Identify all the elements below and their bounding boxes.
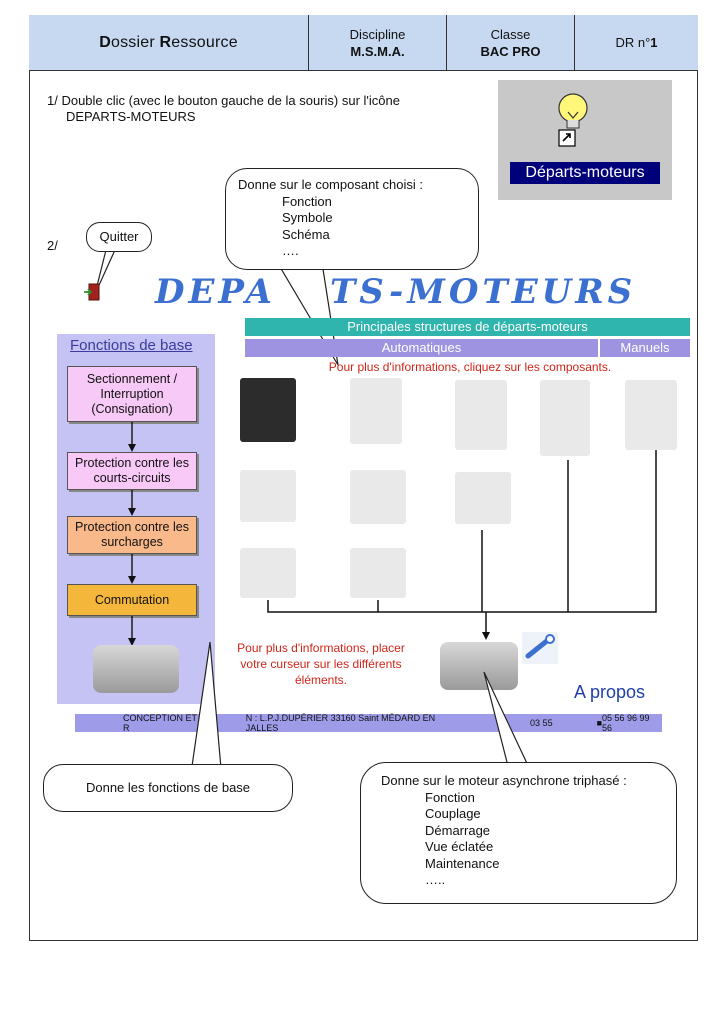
motor-item-couplage: Couplage bbox=[425, 806, 481, 821]
dr-number: 1 bbox=[650, 35, 658, 50]
wrench-icon[interactable] bbox=[522, 632, 558, 664]
fax-icon: ■ bbox=[596, 718, 602, 728]
function-surcharges-label: Protection contre les surcharges bbox=[75, 520, 189, 549]
tab-automatiques[interactable]: Automatiques bbox=[245, 339, 598, 357]
power-connection-lines bbox=[267, 450, 657, 640]
app-footer-bar: CONCEPTION ET R N : L.P.J.DUPÉRIER 33160… bbox=[75, 713, 662, 733]
quitter-callout: Quitter bbox=[86, 222, 152, 252]
component-disjoncteur-moteur-2[interactable] bbox=[455, 380, 507, 450]
footer-tel: 03 55 bbox=[530, 718, 553, 728]
function-courts-circuits[interactable]: Protection contre les courts-circuits bbox=[67, 452, 197, 490]
function-sectionnement[interactable]: Sectionnement / Interruption (Consignati… bbox=[67, 366, 197, 422]
motor-bubble-intro: Donne sur le moteur asynchrone triphasé … bbox=[381, 773, 627, 788]
motor-item-vue-eclatee: Vue éclatée bbox=[425, 839, 494, 854]
component-sectionneur[interactable] bbox=[540, 380, 590, 456]
light-bulb-icon bbox=[558, 93, 588, 147]
structures-title-bar: Principales structures de départs-moteur… bbox=[245, 318, 690, 336]
step1-line2: DEPARTS-MOTEURS bbox=[66, 109, 196, 124]
quit-door-icon[interactable] bbox=[83, 282, 103, 302]
footer-text-left: CONCEPTION ET R bbox=[123, 713, 197, 733]
header-classe-cell: Classe BAC PRO bbox=[447, 15, 575, 70]
icon-label: Départs-moteurs bbox=[510, 162, 660, 184]
header-title-cell: Dossier Ressource bbox=[29, 15, 309, 70]
functions-info-bubble: Donne les fonctions de base bbox=[43, 764, 293, 812]
motor-item-demarrage: Démarrage bbox=[425, 822, 491, 838]
motor-item-fonction: Fonction bbox=[425, 789, 475, 805]
footer-fax: 05 56 96 99 56 bbox=[602, 713, 650, 733]
component-bubble-tail bbox=[269, 250, 339, 366]
tab-manuels[interactable]: Manuels bbox=[600, 339, 690, 357]
cursor-info-note: Pour plus d'informations, placer votre c… bbox=[237, 641, 405, 687]
component-relais-thermique-1[interactable] bbox=[240, 548, 296, 598]
motor-image-functions[interactable] bbox=[93, 645, 179, 693]
component-disjoncteur-moteur-3[interactable] bbox=[625, 380, 677, 450]
component-relais-thermique-2[interactable] bbox=[350, 548, 406, 598]
component-contacteur-3[interactable] bbox=[455, 472, 511, 524]
dr-label: DR n° bbox=[615, 35, 651, 50]
function-surcharges[interactable]: Protection contre les surcharges bbox=[67, 516, 197, 554]
function-sectionnement-label: Sectionnement / Interruption (Consignati… bbox=[86, 371, 178, 416]
title-initial-r: R bbox=[159, 33, 172, 51]
title-initial-d: D bbox=[99, 33, 111, 51]
component-disjoncteur-moteur-1[interactable] bbox=[350, 378, 402, 444]
function-commutation[interactable]: Commutation bbox=[67, 584, 197, 616]
motor-image-center[interactable] bbox=[440, 642, 518, 690]
discipline-label: Discipline bbox=[349, 26, 406, 42]
motor-item-ellipsis: ….. bbox=[425, 872, 446, 887]
header-dr-cell: DR n° 1 bbox=[575, 15, 698, 70]
a-propos-link[interactable]: A propos bbox=[574, 682, 646, 702]
component-item-fonction: Fonction bbox=[282, 193, 332, 209]
footer-text-mid: N : L.P.J.DUPÉRIER 33160 Saint MÉDARD EN… bbox=[245, 713, 436, 733]
motor-item-maintenance: Maintenance bbox=[425, 855, 500, 871]
step1-instruction: 1/ Double clic (avec le bouton gauche de… bbox=[47, 93, 400, 125]
component-item-symbole: Symbole bbox=[282, 210, 333, 225]
header-discipline-cell: Discipline M.S.M.A. bbox=[309, 15, 447, 70]
app-banner-right: TS-MOTEURS bbox=[330, 272, 637, 312]
app-banner-left: DEPA bbox=[155, 272, 276, 312]
function-courts-circuits-label: Protection contre les courts-circuits bbox=[75, 456, 189, 485]
component-contacteur-1[interactable] bbox=[240, 470, 296, 522]
component-bubble-intro: Donne sur le composant choisi : bbox=[238, 177, 423, 192]
function-commutation-label: Commutation bbox=[94, 592, 170, 607]
title-part-1: ossier bbox=[110, 33, 160, 51]
component-contactor-black[interactable] bbox=[240, 378, 296, 442]
motor-bubble-tail bbox=[483, 671, 533, 775]
classe-value: BAC PRO bbox=[480, 43, 541, 59]
functions-flow-arrows bbox=[128, 422, 136, 646]
departs-moteurs-desktop-icon[interactable]: Départs-moteurs bbox=[498, 80, 672, 200]
components-click-note: Pour plus d'informations, cliquez sur le… bbox=[328, 360, 612, 374]
step1-line1: 1/ Double clic (avec le bouton gauche de… bbox=[47, 93, 400, 108]
motor-info-bubble: Donne sur le moteur asynchrone triphasé … bbox=[360, 762, 677, 904]
component-item-ellipsis: …. bbox=[282, 243, 299, 258]
step2-number: 2/ bbox=[47, 238, 58, 253]
title-part-2: essource bbox=[171, 33, 238, 51]
component-info-bubble: Donne sur le composant choisi : Fonction… bbox=[225, 168, 479, 270]
functions-title: Fonctions de base bbox=[70, 337, 193, 354]
component-contacteur-2[interactable] bbox=[350, 470, 406, 524]
document-title: Dossier Ressource bbox=[99, 34, 238, 52]
functions-bubble-tail bbox=[189, 641, 223, 781]
document-header: Dossier Ressource Discipline M.S.M.A. Cl… bbox=[29, 15, 698, 71]
classe-label: Classe bbox=[490, 26, 531, 42]
component-item-schema: Schéma bbox=[282, 226, 330, 242]
discipline-value: M.S.M.A. bbox=[350, 43, 405, 59]
